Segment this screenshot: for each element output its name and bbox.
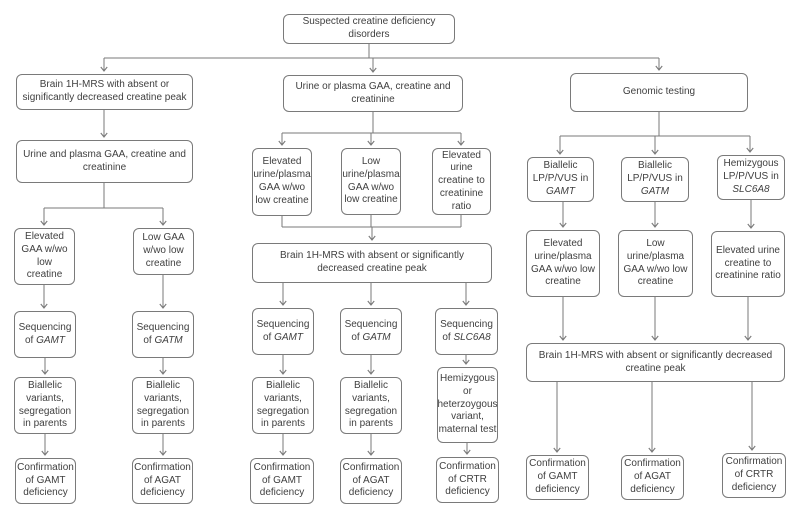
node-right-biallelic-lp-gamt: Biallelic LP/P/VUS in GAMT bbox=[527, 157, 594, 202]
node-left-low-gaa: Low GAA w/wo low creatine bbox=[133, 228, 194, 275]
node-right-confirmation-gamt: Confirmation of GAMT deficiency bbox=[526, 455, 589, 500]
node-left-brain-mrs: Brain 1H-MRS with absent or significantl… bbox=[16, 74, 193, 110]
node-label: Sequencing of GAMT bbox=[256, 318, 310, 343]
gene-name: GATM bbox=[640, 185, 670, 197]
node-label: Elevated urine/plasma GAA w/wo low creat… bbox=[253, 156, 311, 206]
gene-name: GAMT bbox=[546, 185, 575, 197]
node-left-urine-plasma-gaa: Urine and plasma GAA, creatine and creat… bbox=[16, 140, 193, 183]
node-label: Biallelic variants, segregation in paren… bbox=[256, 379, 310, 430]
node-label: Brain 1H-MRS with absent or significantl… bbox=[538, 349, 773, 374]
node-label: Urine and plasma GAA, creatine and creat… bbox=[23, 148, 186, 173]
node-right-elevated-gaa: Elevated urine/plasma GAA w/wo low creat… bbox=[526, 230, 600, 297]
node-label: Biallelic variants, segregation in paren… bbox=[344, 379, 398, 430]
node-center-confirmation-gamt: Confirmation of GAMT deficiency bbox=[250, 458, 314, 504]
node-label: Elevated urine/plasma GAA w/wo low creat… bbox=[531, 237, 595, 288]
node-left-sequencing-gatm: Sequencing of GATM bbox=[132, 311, 194, 358]
node-label: Elevated urine creatine to creatinine ra… bbox=[438, 149, 485, 212]
node-label: Sequencing of SLC6A8 bbox=[440, 318, 493, 343]
node-label: Genomic testing bbox=[622, 86, 696, 98]
node-right-confirmation-crtr: Confirmation of CRTR deficiency bbox=[722, 453, 786, 498]
node-label: Biallelic variants, segregation in paren… bbox=[136, 379, 190, 430]
node-label: Brain 1H-MRS with absent or significantl… bbox=[22, 79, 187, 103]
node-label: Sequencing of GATM bbox=[136, 321, 190, 346]
node-right-genomic-testing: Genomic testing bbox=[570, 73, 748, 112]
node-label: Sequencing of GAMT bbox=[18, 321, 72, 346]
node-right-low-gaa: Low urine/plasma GAA w/wo low creatine bbox=[618, 230, 693, 297]
node-label: Brain 1H-MRS with absent or significantl… bbox=[280, 250, 464, 274]
node-center-biallelic-variants-1: Biallelic variants, segregation in paren… bbox=[252, 377, 314, 434]
node-label: Low urine/plasma GAA w/wo low creatine bbox=[342, 155, 400, 206]
node-left-confirmation-agat: Confirmation of AGAT deficiency bbox=[132, 458, 193, 504]
node-label: Confirmation of CRTR deficiency bbox=[725, 456, 783, 493]
node-left-sequencing-gamt: Sequencing of GAMT bbox=[14, 311, 76, 358]
node-label: Confirmation of AGAT deficiency bbox=[342, 461, 400, 499]
node-label: Hemizygous LP/P/VUS in SLC6A8 bbox=[723, 158, 779, 195]
node-label: Urine or plasma GAA, creatine and creati… bbox=[295, 80, 451, 105]
node-right-confirmation-agat: Confirmation of AGAT deficiency bbox=[621, 455, 684, 500]
node-label: Hemizygous or heterzoygous variant, mate… bbox=[437, 373, 498, 436]
node-label: Confirmation of GAMT deficiency bbox=[253, 461, 311, 499]
node-label: Biallelic variants, segregation in paren… bbox=[18, 379, 72, 430]
node-right-biallelic-lp-gatm: Biallelic LP/P/VUS in GATM bbox=[621, 157, 689, 202]
node-center-confirmation-agat: Confirmation of AGAT deficiency bbox=[340, 458, 402, 504]
node-label: Elevated GAA w/wo low creatine bbox=[21, 230, 68, 281]
node-left-biallelic-variants-2: Biallelic variants, segregation in paren… bbox=[132, 377, 194, 434]
node-right-brain-mrs: Brain 1H-MRS with absent or significantl… bbox=[526, 343, 785, 382]
node-label: Confirmation of CRTR deficiency bbox=[439, 460, 496, 498]
node-left-confirmation-gamt: Confirmation of GAMT deficiency bbox=[15, 458, 76, 504]
node-center-low-gaa: Low urine/plasma GAA w/wo low creatine bbox=[341, 148, 401, 215]
node-label: Low GAA w/wo low creatine bbox=[142, 232, 185, 269]
node-center-brain-mrs: Brain 1H-MRS with absent or significantl… bbox=[252, 243, 492, 283]
gene-name: GAMT bbox=[274, 331, 303, 343]
node-label: Confirmation of AGAT deficiency bbox=[624, 458, 681, 495]
gene-name: GATM bbox=[154, 334, 183, 346]
node-label: Sequencing of GATM bbox=[344, 318, 398, 343]
node-center-creatine-ratio: Elevated urine creatine to creatinine ra… bbox=[432, 148, 491, 215]
node-center-sequencing-gatm: Sequencing of GATM bbox=[340, 308, 402, 355]
gene-name: GAMT bbox=[36, 334, 65, 346]
node-center-confirmation-crtr: Confirmation of CRTR deficiency bbox=[436, 457, 499, 503]
node-center-hemizygous-variant: Hemizygous or heterzoygous variant, mate… bbox=[437, 367, 498, 443]
node-center-urine-plasma-gaa: Urine or plasma GAA, creatine and creati… bbox=[283, 75, 463, 112]
node-label: Elevated urine creatine to creatinine ra… bbox=[715, 244, 781, 282]
node-left-biallelic-variants-1: Biallelic variants, segregation in paren… bbox=[14, 377, 76, 434]
node-center-elevated-gaa: Elevated urine/plasma GAA w/wo low creat… bbox=[252, 148, 312, 216]
node-root: Suspected creatine deficiency disorders bbox=[283, 14, 455, 44]
node-label: Confirmation of GAMT deficiency bbox=[529, 458, 586, 495]
node-center-biallelic-variants-2: Biallelic variants, segregation in paren… bbox=[340, 377, 402, 434]
node-label: Suspected creatine deficiency disorders bbox=[302, 16, 436, 40]
node-center-sequencing-gamt: Sequencing of GAMT bbox=[252, 308, 314, 355]
node-left-elevated-gaa: Elevated GAA w/wo low creatine bbox=[14, 228, 75, 285]
gene-name: SLC6A8 bbox=[732, 183, 770, 195]
node-center-sequencing-slc6a8: Sequencing of SLC6A8 bbox=[435, 308, 498, 355]
node-label: Biallelic LP/P/VUS in GAMT bbox=[532, 160, 589, 197]
gene-name: GATM bbox=[362, 331, 391, 343]
node-right-creatine-ratio: Elevated urine creatine to creatinine ra… bbox=[711, 231, 785, 297]
node-right-hemizygous-lp-slc6a8: Hemizygous LP/P/VUS in SLC6A8 bbox=[717, 155, 785, 200]
node-label: Low urine/plasma GAA w/wo low creatine bbox=[623, 237, 688, 288]
node-label: Biallelic LP/P/VUS in GATM bbox=[627, 160, 683, 197]
node-label: Confirmation of AGAT deficiency bbox=[134, 461, 191, 499]
node-label: Confirmation of GAMT deficiency bbox=[17, 461, 74, 499]
gene-name: SLC6A8 bbox=[453, 331, 491, 343]
